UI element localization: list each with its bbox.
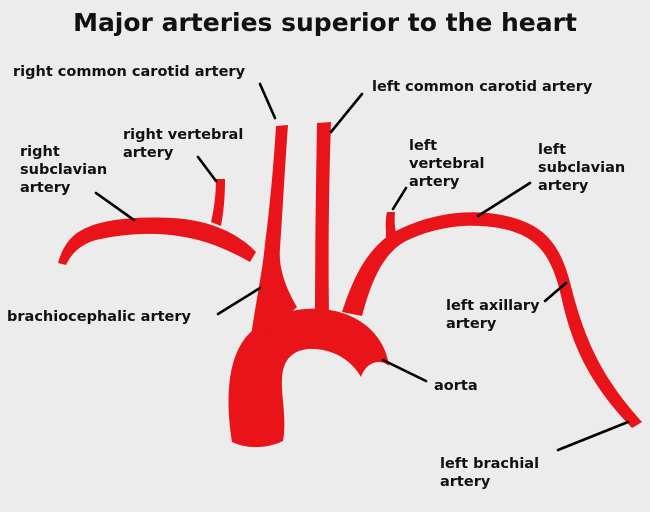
label-brachiocephalic: brachiocephalic artery — [7, 309, 191, 325]
label-aorta: aorta — [434, 378, 478, 394]
label-right-vertebral: right vertebral artery — [123, 127, 244, 161]
leader-left-common-carotid — [329, 92, 364, 134]
label-left-axillary: left axillary artery — [446, 298, 540, 332]
right-subclavian-shape — [58, 217, 256, 265]
label-right-common-carotid: right common carotid artery — [13, 64, 246, 80]
left-common-carotid-shape — [315, 122, 331, 316]
aorta-shape — [228, 308, 389, 448]
leader-right-subclavian — [94, 191, 136, 222]
left-vertebral-shape — [385, 212, 398, 240]
leader-left-brachial — [556, 420, 630, 452]
leader-left-subclavian — [476, 181, 532, 218]
brachiocephalic-trunk-shape — [250, 125, 297, 345]
diagram-title: Major arteries superior to the heart — [73, 8, 577, 37]
leader-left-vertebral — [391, 186, 408, 211]
leader-left-axillary — [543, 281, 568, 303]
label-left-subclavian: left subclavian artery — [538, 142, 626, 194]
leader-brachiocephalic — [216, 286, 262, 316]
label-left-brachial: left brachial artery — [440, 456, 540, 490]
leader-aorta — [381, 358, 428, 383]
right-vertebral-shape — [211, 179, 225, 226]
leader-right-vertebral — [196, 155, 218, 183]
label-left-common-carotid: left common carotid artery — [372, 79, 593, 95]
label-right-subclavian: right subclavian artery — [20, 144, 108, 196]
leader-right-common-carotid — [258, 82, 277, 120]
label-left-vertebral: left vertebral artery — [409, 138, 485, 190]
